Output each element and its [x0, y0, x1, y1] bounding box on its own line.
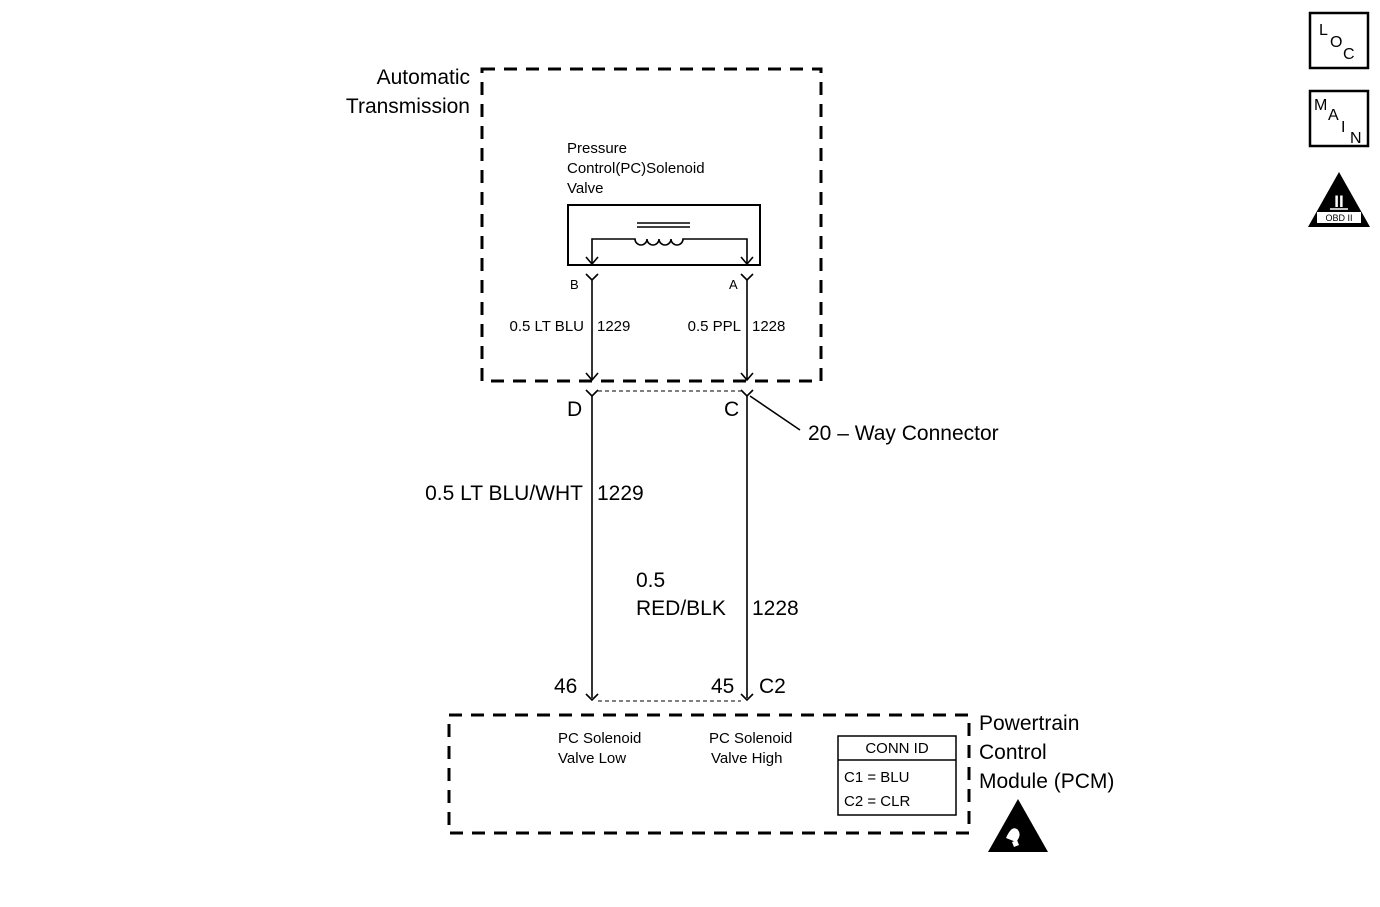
wire-1228-external-label-line1: 0.5: [636, 569, 665, 592]
svg-text:C: C: [1343, 46, 1355, 63]
svg-text:L: L: [1319, 22, 1328, 39]
esd-warning-icon: [988, 799, 1048, 852]
connector-d-symbol: [585, 389, 599, 398]
wire-1228-internal-label: 0.5 PPL: [688, 318, 741, 335]
transmission-label-line2: Transmission: [346, 95, 470, 118]
conn-id-row: C2 = CLR: [844, 793, 910, 810]
wire-1228-external-label-line2: RED/BLK: [636, 597, 726, 620]
wire-1228-internal-circuit: 1228: [752, 318, 785, 335]
pcm-pin-high-label-line1: PC Solenoid: [709, 730, 792, 747]
terminal-b-label: B: [570, 277, 579, 292]
solenoid-label-line1: Pressure: [567, 140, 627, 157]
svg-text:M: M: [1314, 97, 1327, 114]
wire-1229-internal-circuit: 1229: [597, 318, 630, 335]
main-icon[interactable]: M A I N: [1308, 89, 1370, 148]
terminal-a-symbol: [740, 273, 754, 282]
obd-ii-icon[interactable]: II OBD II: [1308, 172, 1370, 227]
pcm-connector-label: C2: [759, 675, 786, 698]
transmission-boundary: [480, 67, 823, 383]
pcm-pin-45-symbol: [740, 693, 754, 702]
pcm-pin-high-label-line2: Valve High: [711, 750, 782, 767]
wire-1229-external-label: 0.5 LT BLU/WHT: [425, 482, 583, 505]
wire-1229-internal-label: 0.5 LT BLU: [510, 318, 585, 335]
svg-text:O: O: [1330, 34, 1342, 51]
pcm-pin-45-label: 45: [711, 675, 734, 698]
svg-text:II: II: [1334, 192, 1343, 211]
pcm-label-line1: Powertrain: [979, 712, 1079, 735]
pcm-pin-low-label-line2: Valve Low: [558, 750, 626, 767]
conn-id-table: CONN ID C1 = BLU C2 = CLR: [837, 735, 957, 816]
connector-terminal-c: C: [724, 398, 739, 421]
pcm-label-line3: Module (PCM): [979, 770, 1114, 793]
pcm-boundary: [447, 713, 971, 835]
connector-20way-label: 20 – Way Connector: [808, 422, 999, 445]
pcm-pin-low-label-line1: PC Solenoid: [558, 730, 641, 747]
svg-text:OBD II: OBD II: [1325, 213, 1352, 223]
svg-text:A: A: [1328, 107, 1339, 124]
solenoid-label-line2: Control(PC)Solenoid: [567, 160, 705, 177]
loc-icon[interactable]: L O C: [1308, 11, 1370, 70]
svg-text:N: N: [1350, 130, 1362, 147]
connector-terminal-d: D: [567, 398, 582, 421]
solenoid-label-line3: Valve: [567, 180, 603, 197]
terminal-b-symbol: [585, 273, 599, 282]
conn-id-title: CONN ID: [865, 740, 929, 757]
wire-1229-external-circuit: 1229: [597, 482, 644, 505]
wire-1228-external-circuit: 1228: [752, 597, 799, 620]
solenoid-valve-symbol: [567, 204, 761, 266]
pcm-pin-46-symbol: [585, 693, 599, 702]
pcm-label-line2: Control: [979, 741, 1047, 764]
pcm-pin-46-label: 46: [554, 675, 577, 698]
conn-id-row: C1 = BLU: [844, 769, 909, 786]
terminal-a-label: A: [729, 277, 738, 292]
svg-text:I: I: [1341, 119, 1345, 136]
connector-leader-line: [749, 395, 801, 431]
transmission-label-line1: Automatic: [377, 66, 470, 89]
connector-c-symbol: [740, 389, 754, 398]
